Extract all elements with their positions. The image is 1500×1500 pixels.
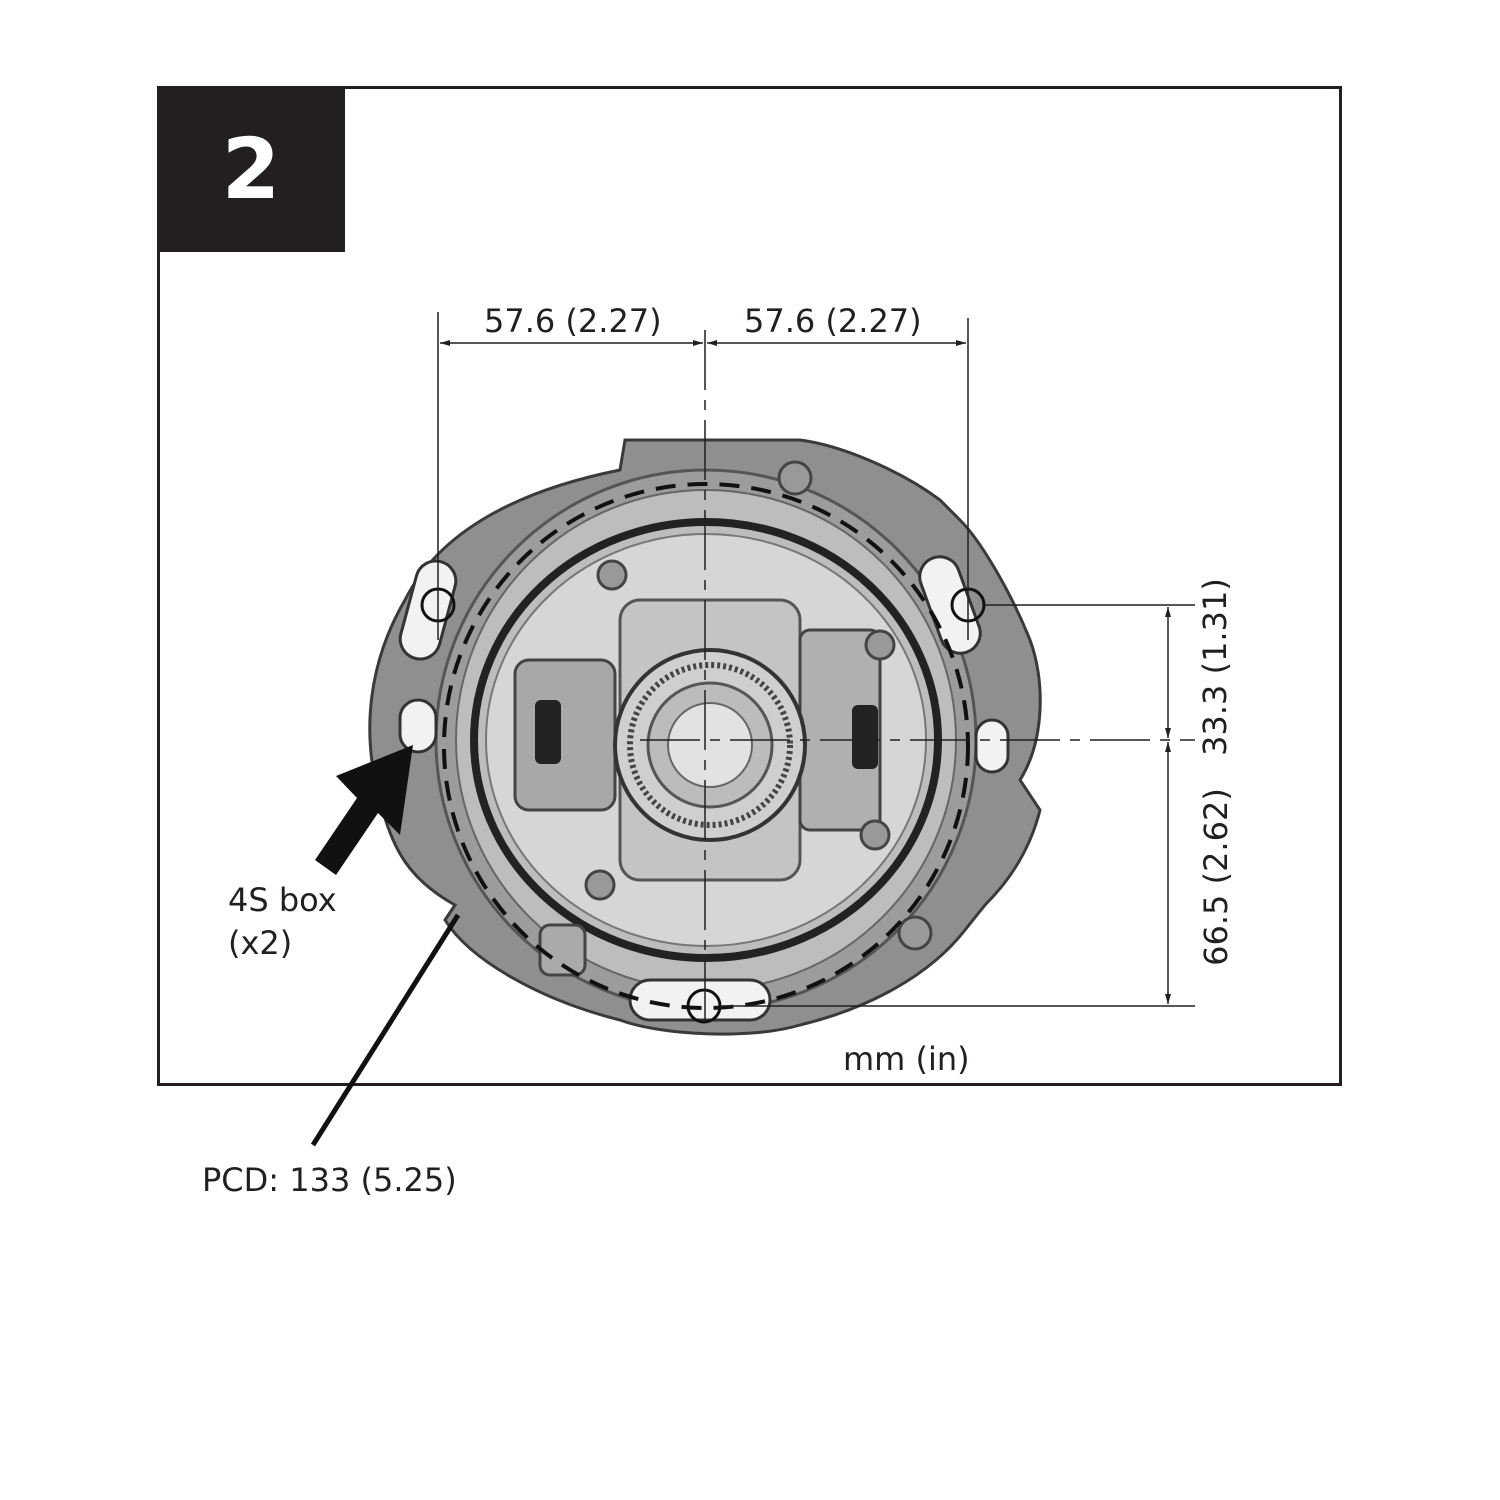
dim-right-upper: 33.3 (1.31) (1196, 578, 1234, 756)
dim-top-left: 57.6 (2.27) (484, 302, 662, 340)
box-label-line1: 4S box (228, 881, 337, 919)
units-label: mm (in) (843, 1040, 970, 1078)
step-number: 2 (221, 120, 281, 218)
box-callout-arrow (315, 745, 413, 875)
pcd-circle (442, 482, 970, 1010)
box-label-line2: (x2) (228, 924, 293, 962)
mounting-plate (368, 438, 1042, 1036)
dim-top-right: 57.6 (2.27) (744, 302, 922, 340)
top-dimension-lines (437, 312, 969, 640)
pcd-leader-line (310, 913, 461, 1147)
pcd-label: PCD: 133 (5.25) (202, 1161, 457, 1199)
figure-frame (157, 86, 1342, 1086)
step-number-badge: 2 (157, 86, 345, 252)
dim-right-lower: 66.5 (2.62) (1197, 788, 1235, 966)
right-dimension-lines (720, 604, 1195, 1007)
